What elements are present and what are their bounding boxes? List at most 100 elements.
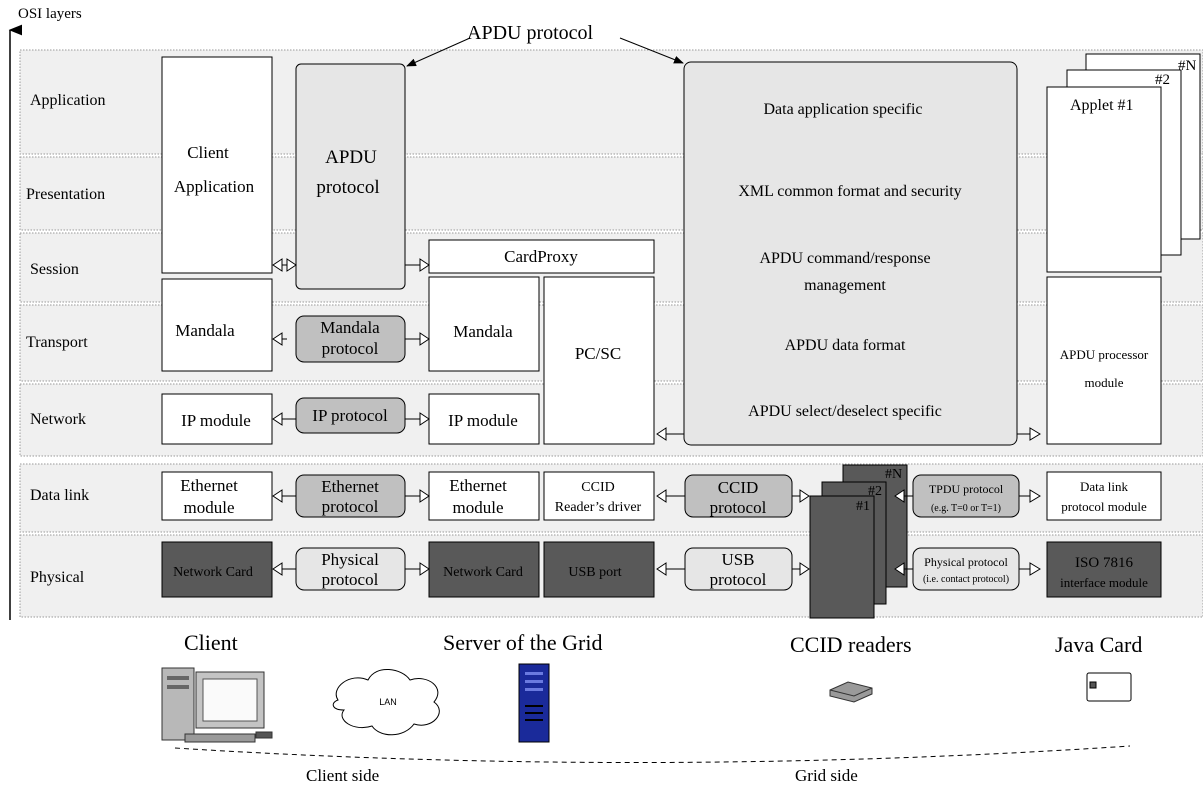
ccid-reader-icon xyxy=(829,681,873,703)
connector-ethernet xyxy=(272,489,430,503)
connector-physical-left xyxy=(272,562,430,576)
ccid-driver-box xyxy=(543,471,655,521)
apdu-stack-line2: XML common format and security xyxy=(738,183,961,200)
device-label-client: Client xyxy=(184,630,238,655)
ethernet-left-line1: Ethernet xyxy=(180,476,238,495)
connector-pcsc-apdu xyxy=(656,427,1041,441)
applet-1-page xyxy=(1046,86,1162,273)
java-card-icon xyxy=(1086,672,1132,702)
mandala-left-box xyxy=(161,278,273,372)
usb-protocol-line1: USB xyxy=(721,550,754,569)
apdu-stack-line1: Data application specific xyxy=(763,101,922,118)
apdu-protocol-line2: protocol xyxy=(316,177,379,198)
ip-module-right-box xyxy=(428,393,540,445)
layer-label-session: Session xyxy=(30,261,79,278)
connector-usb xyxy=(656,562,810,576)
client-application-line2: Application xyxy=(174,177,255,196)
connector-ccid xyxy=(656,489,810,503)
mandala-left-label: Mandala xyxy=(175,321,235,340)
usb-protocol-line2: protocol xyxy=(710,570,767,589)
applet-1-label: Applet #1 xyxy=(1070,97,1134,114)
network-card-left-box xyxy=(161,541,273,598)
apdu-protocol-box xyxy=(295,63,406,290)
grid-side-label: Grid side xyxy=(795,766,858,785)
device-label-card: Java Card xyxy=(1055,632,1142,657)
ethernet-module-right-box xyxy=(428,471,540,521)
ethernet-protocol-line2: protocol xyxy=(322,497,379,516)
readers-stack: #N #2 #1 xyxy=(809,464,908,619)
tpdu-protocol-line1: TPDU protocol xyxy=(929,482,1004,496)
data-link-module-box xyxy=(1046,471,1162,521)
connector-clientapp-apdu xyxy=(272,258,297,272)
annotation-arrow-left xyxy=(406,37,471,67)
apdu-protocol-annotation: APDU protocol xyxy=(467,22,594,44)
ip-protocol-label: IP protocol xyxy=(312,406,388,425)
apdu-stack-line5: APDU data format xyxy=(785,337,906,354)
tpdu-protocol-line2: (e.g. T=0 or T=1) xyxy=(931,503,1001,514)
iso-module-line2: interface module xyxy=(1060,575,1148,590)
iso-7816-module-box xyxy=(1046,541,1162,598)
connector-physical-right xyxy=(894,562,1041,576)
mandala-protocol-line2: protocol xyxy=(322,339,379,358)
lan-cloud-icon: LAN xyxy=(332,669,440,736)
connector-mandala xyxy=(272,332,430,346)
data-link-module-line1: Data link xyxy=(1080,479,1129,494)
reader-1-label: #1 xyxy=(856,499,870,514)
physical-protocol-right-line1: Physical protocol xyxy=(924,555,1008,569)
network-card-right-label: Network Card xyxy=(443,565,523,580)
ip-module-left-label: IP module xyxy=(181,411,251,430)
physical-protocol-left-line1: Physical xyxy=(321,550,379,569)
ip-protocol-box xyxy=(295,397,406,434)
apdu-stack-line4: management xyxy=(804,277,886,294)
applet-n-label: #N xyxy=(1178,58,1197,74)
device-label-readers: CCID readers xyxy=(790,632,912,657)
apdu-stack-box xyxy=(683,61,1018,446)
apdu-protocol-line1: APDU xyxy=(325,147,377,168)
pcsc-box xyxy=(543,276,655,445)
mandala-right-box xyxy=(428,276,540,372)
applets-stack: #N #2 Applet #1 xyxy=(1046,53,1201,273)
apdu-stack-line3: APDU command/response xyxy=(759,250,930,267)
client-application-box xyxy=(161,56,273,274)
physical-protocol-right-line2: (i.e. contact protocol) xyxy=(923,574,1009,585)
ethernet-protocol-line1: Ethernet xyxy=(321,477,379,496)
reader-2-label: #2 xyxy=(868,484,882,499)
ccid-driver-line2: Reader’s driver xyxy=(555,500,642,515)
client-application-line1: Client xyxy=(187,143,229,162)
ip-module-right-label: IP module xyxy=(448,411,518,430)
ethernet-module-left-box xyxy=(161,471,273,521)
client-computer-icon xyxy=(161,667,273,743)
apdu-stack-line6: APDU select/deselect specific xyxy=(748,403,942,420)
mandala-protocol-line1: Mandala xyxy=(320,318,380,337)
network-card-left-label: Network Card xyxy=(173,565,253,580)
layer-label-presentation: Presentation xyxy=(26,186,105,203)
reader-1-page xyxy=(809,495,875,619)
pcsc-label: PC/SC xyxy=(575,344,621,363)
apdu-processor-line1: APDU processor xyxy=(1060,347,1149,362)
ccid-driver-line1: CCID xyxy=(581,480,614,495)
layer-label-application: Application xyxy=(30,92,106,109)
layer-label-transport: Transport xyxy=(26,334,88,351)
mandala-right-label: Mandala xyxy=(453,322,513,341)
lan-label: LAN xyxy=(379,697,397,707)
layer-labels: Application Presentation Session Transpo… xyxy=(26,92,106,586)
usb-port-box xyxy=(543,541,655,598)
cardproxy-label: CardProxy xyxy=(504,247,578,266)
ccid-protocol-line2: protocol xyxy=(710,498,767,517)
reader-n-label: #N xyxy=(885,467,902,482)
cardproxy-box xyxy=(428,239,655,274)
ccid-protocol-line1: CCID xyxy=(718,478,759,497)
connector-tpdu xyxy=(894,489,1041,503)
layer-label-data-link: Data link xyxy=(30,487,89,504)
client-side-label: Client side xyxy=(306,766,379,785)
applet-2-label: #2 xyxy=(1155,72,1170,88)
connectors xyxy=(272,258,1041,576)
apdu-processor-box xyxy=(1046,276,1162,445)
apdu-processor-line2: module xyxy=(1085,375,1124,390)
iso-module-line1: ISO 7816 xyxy=(1075,555,1133,571)
ethernet-right-line1: Ethernet xyxy=(449,476,507,495)
physical-protocol-left-line2: protocol xyxy=(322,570,379,589)
usb-port-label: USB port xyxy=(568,565,621,580)
data-link-module-line2: protocol module xyxy=(1061,499,1147,514)
